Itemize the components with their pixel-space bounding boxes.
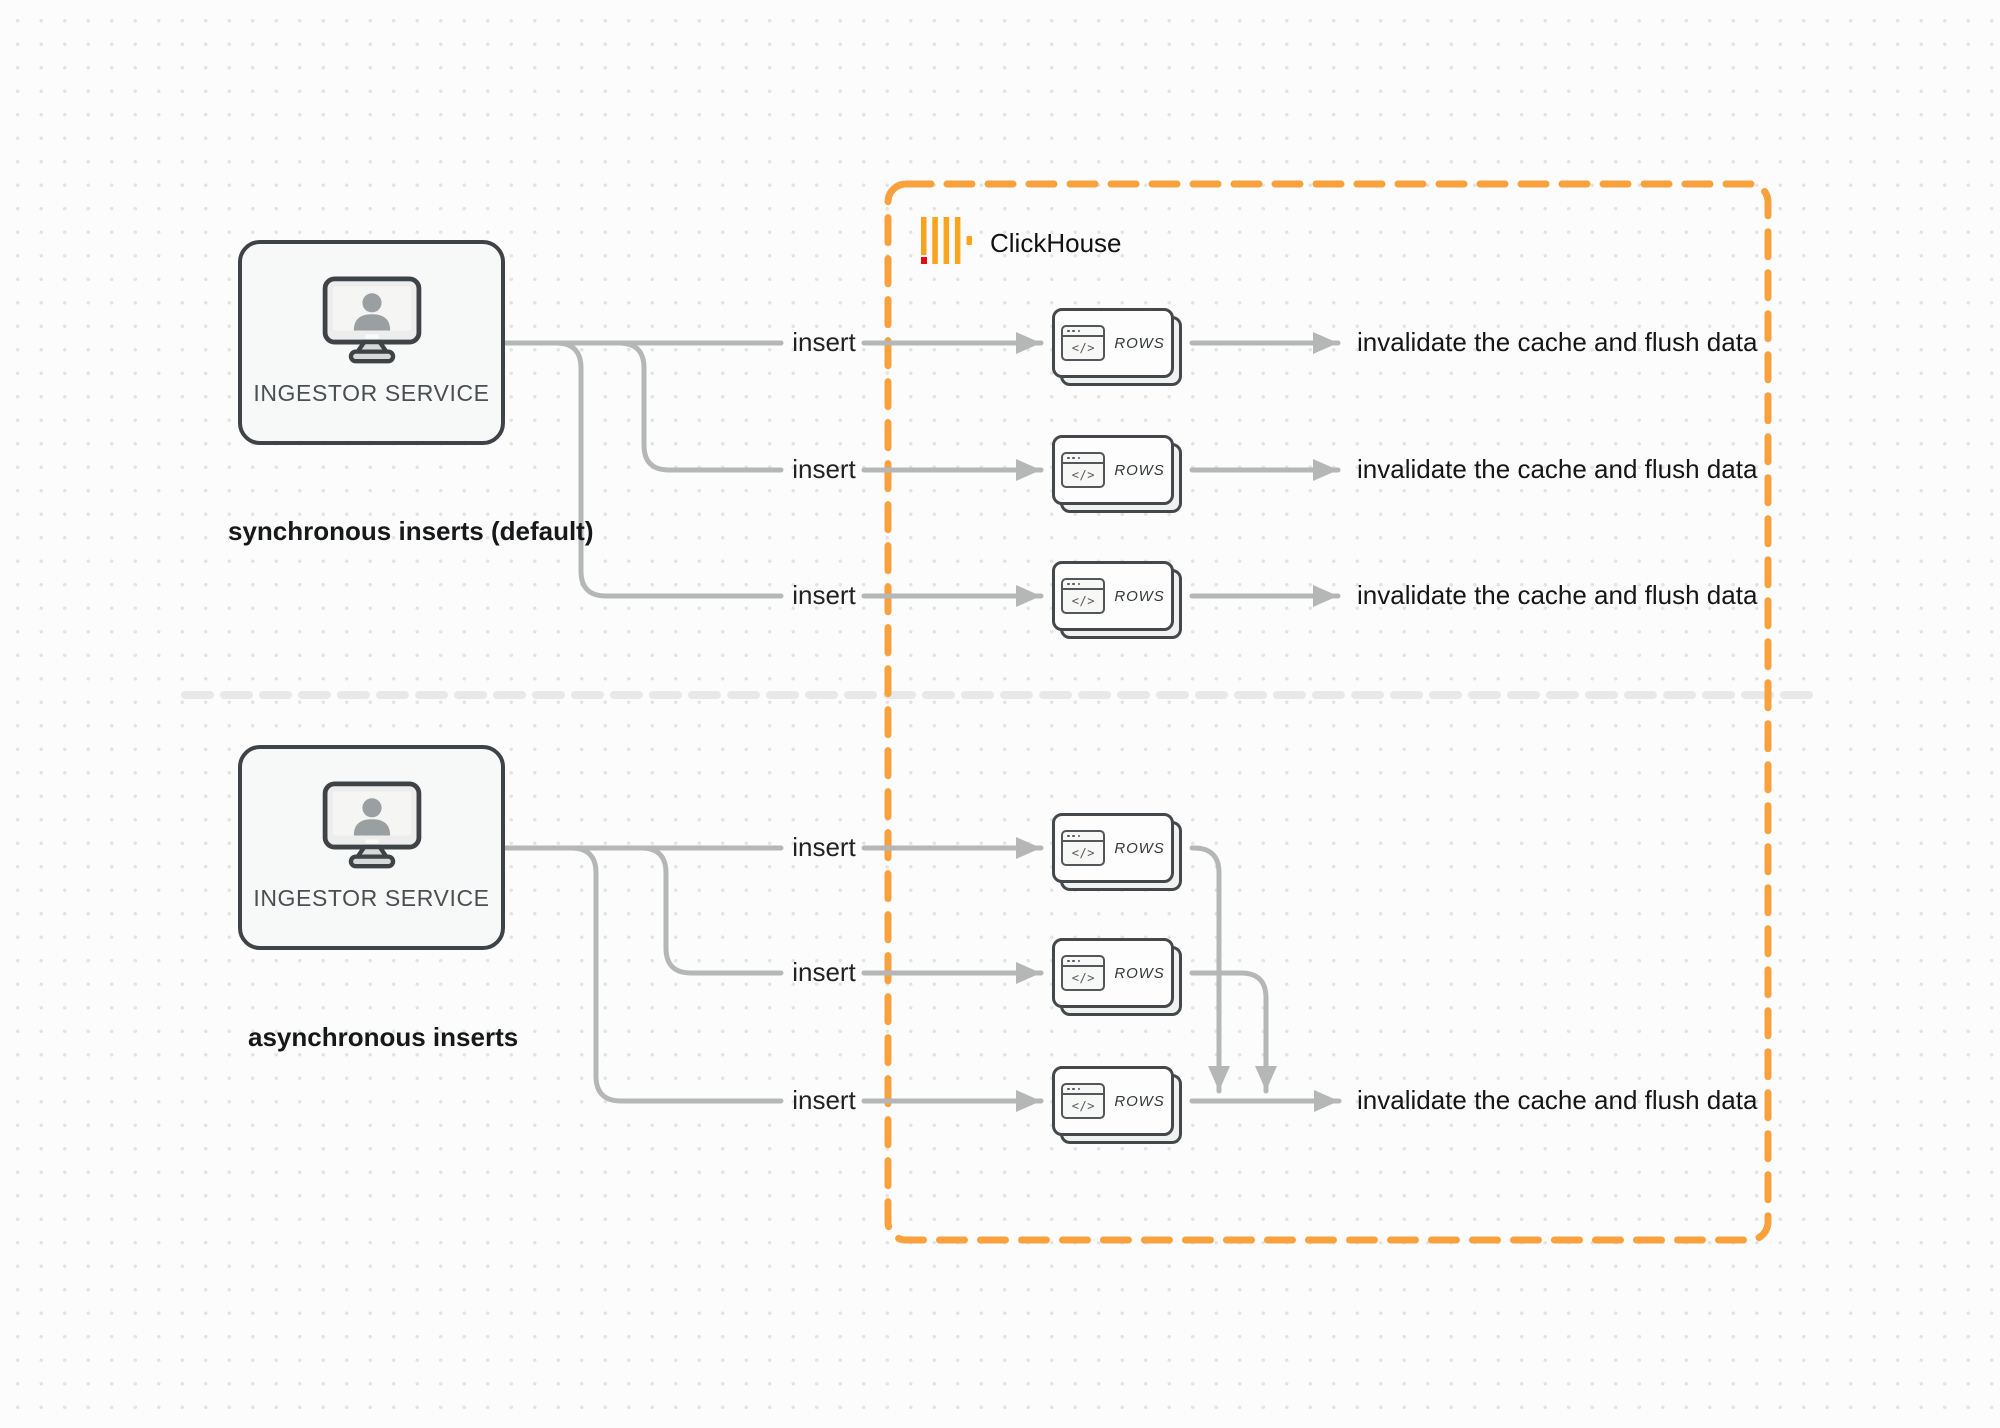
result-label: invalidate the cache and flush data — [1357, 1085, 1758, 1115]
code-window-icon: </> — [1061, 452, 1106, 488]
insert-label: insert — [792, 1085, 856, 1115]
rows-card-label: ROWS — [1114, 964, 1165, 982]
code-window-icon: </> — [1061, 955, 1106, 991]
rows-card: </> ROWS — [1052, 813, 1182, 891]
rows-card: </> ROWS — [1052, 308, 1182, 386]
monitor-user-icon — [322, 276, 421, 364]
clickhouse-label: ClickHouse — [990, 228, 1122, 258]
rows-card-label: ROWS — [1114, 461, 1165, 479]
caption-synchronous-inserts: synchronous inserts (default) — [228, 516, 594, 546]
result-label: invalidate the cache and flush data — [1357, 327, 1758, 357]
clickhouse-logo-icon — [921, 217, 972, 264]
code-window-icon: </> — [1061, 325, 1106, 361]
ingestor-service-box-sync: INGESTOR SERVICE — [238, 240, 505, 445]
insert-label: insert — [792, 327, 856, 357]
code-window-icon: </> — [1061, 830, 1106, 866]
rows-card-label: ROWS — [1114, 334, 1165, 352]
result-label: invalidate the cache and flush data — [1357, 580, 1758, 610]
monitor-user-icon — [322, 781, 421, 869]
rows-card-label: ROWS — [1114, 1092, 1165, 1110]
result-label: invalidate the cache and flush data — [1357, 454, 1758, 484]
insert-label: insert — [792, 454, 856, 484]
caption-asynchronous-inserts: asynchronous inserts — [248, 1022, 519, 1052]
insert-label: insert — [792, 580, 856, 610]
ingestor-service-box-async: INGESTOR SERVICE — [238, 745, 505, 950]
rows-card-label: ROWS — [1114, 587, 1165, 605]
clickhouse-boundary — [884, 180, 1772, 1244]
rows-card: </> ROWS — [1052, 561, 1182, 639]
code-window-icon: </> — [1061, 1083, 1106, 1119]
ingestor-service-label: INGESTOR SERVICE — [253, 380, 490, 406]
ingestor-service-label: INGESTOR SERVICE — [253, 885, 490, 911]
insert-label: insert — [792, 832, 856, 862]
code-window-icon: </> — [1061, 578, 1106, 614]
rows-card: </> ROWS — [1052, 938, 1182, 1016]
insert-label: insert — [792, 957, 856, 987]
rows-card-label: ROWS — [1114, 839, 1165, 857]
rows-card: </> ROWS — [1052, 1066, 1182, 1144]
rows-card: </> ROWS — [1052, 435, 1182, 513]
